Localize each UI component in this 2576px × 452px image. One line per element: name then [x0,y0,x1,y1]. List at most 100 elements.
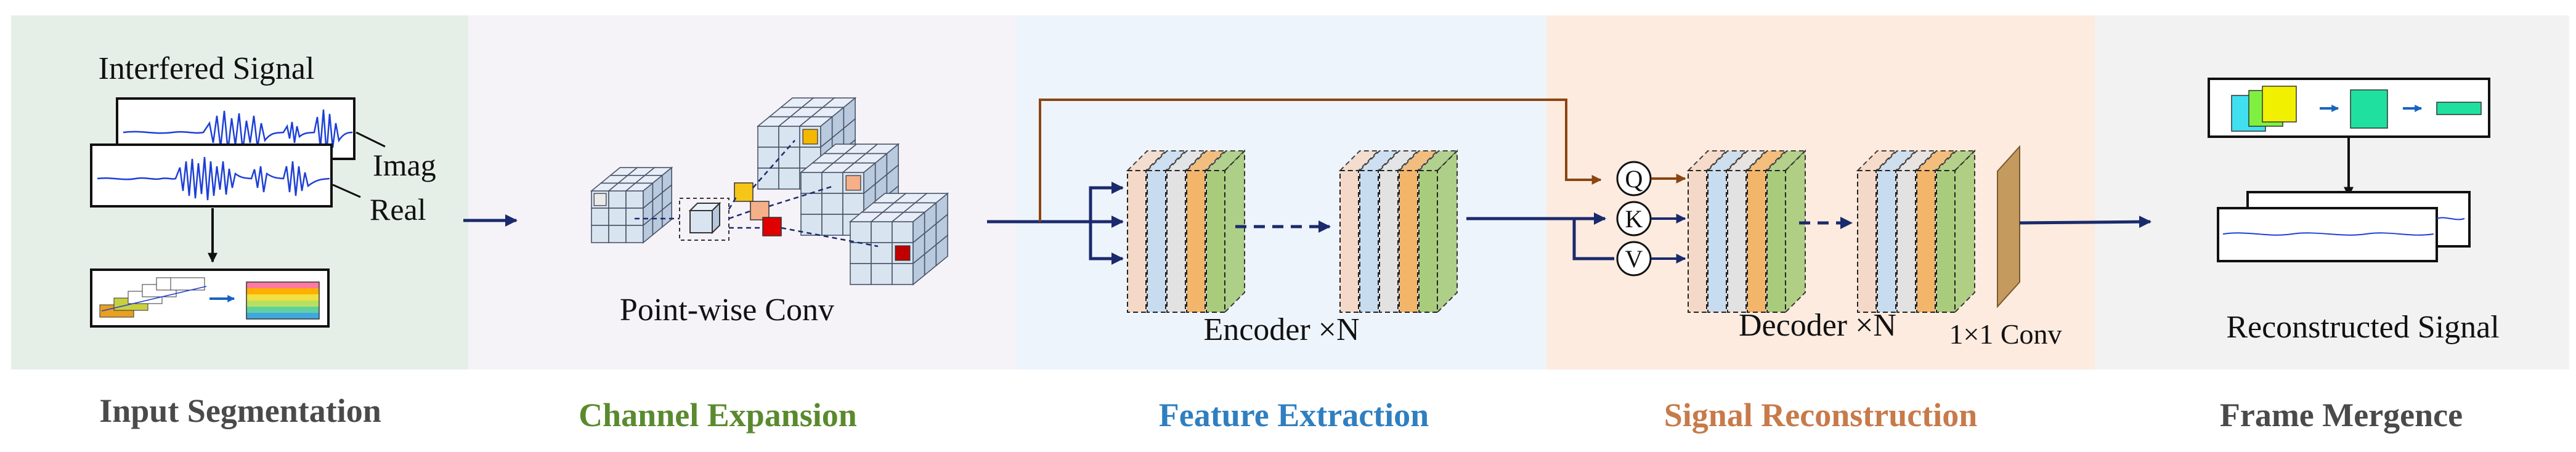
v-circle [1616,241,1652,276]
layer-plate-top [1417,150,1459,171]
layer-plate-top [1935,150,1977,171]
cube-cell [625,208,644,226]
layer-plate [1339,170,1359,313]
channel-expansion: Point-wise Conv [590,97,1123,328]
encoder-layer-stack-1-icon [1126,149,1246,314]
panel-label-frame: Frame Mergence [2220,397,2463,434]
layer-plate [1147,170,1166,313]
input-cube-grid-icon [590,166,673,244]
cube-cell [608,208,627,226]
layer-plate-top [1126,150,1168,171]
encoder-branch-bottom [1089,222,1124,265]
panel-label-feature: Feature Extraction [1159,397,1429,434]
layer-plate-top [1915,150,1957,171]
layer-plate-side [1224,149,1245,314]
layer-plate [1418,170,1438,313]
real-label: Real [370,192,426,227]
signal-reconstruction: Q K V Decoder ×N 1×1 Conv [1572,145,2151,350]
cube-cell [821,193,843,215]
panel-label-channel: Channel Expansion [579,397,857,434]
frame-mergence: Reconstructed Signal [2208,78,2500,345]
cube-cell [800,193,823,215]
q-label: Q [1625,165,1643,193]
cube-cell [625,225,644,243]
cube-cell [608,190,627,209]
imag-label: Imag [373,148,436,182]
layer-plate-top [1686,150,1728,171]
signal-waveform-icon [2436,217,2465,220]
kernel-cube-icon [679,198,729,241]
cube-highlight-cell [895,245,911,261]
k-circle [1616,201,1652,236]
decoder-layer-stack-1-icon [1686,149,1807,314]
layer-plate-side [1785,149,1806,314]
layer-plate-top [1726,150,1768,171]
cube-cell [778,167,800,190]
cube-cell [935,234,948,267]
layer-plate [1166,170,1186,313]
layer-plate [1916,170,1936,313]
cube-cell [608,225,627,243]
panel-label-input: Input Segmentation [99,392,381,429]
cube-highlight-cell [845,175,861,191]
cube-cell [850,263,872,285]
layer-plate [1877,170,1896,313]
panel-labels: Input Segmentation Channel Expansion Fea… [99,392,2463,434]
layer-plate [1727,170,1747,313]
layer-plate-top [1706,150,1748,171]
encoder-layer-stack-2-icon [1338,149,1459,314]
cube-cell [757,126,779,148]
layer-plate-top [1765,150,1807,171]
layer-plate [1359,170,1379,313]
cube-highlight-cell [802,129,818,145]
conv1x1-label: 1×1 Conv [1949,318,2062,350]
layer-plate-top [1397,150,1439,171]
layer-plate [1896,170,1916,313]
real-leader-line [332,184,361,198]
cube-cell [850,221,872,243]
layer-plate-top [1185,150,1227,171]
kernel-red [762,217,782,236]
layer-plate-top [1745,150,1787,171]
layer-plate-top [1338,150,1380,171]
layer-plate [1747,170,1766,313]
k-label: K [1625,205,1643,233]
panel-bg-feature [1017,15,1546,369]
layer-plate [1127,170,1147,313]
q-circle [1616,161,1652,196]
input-segmentation: Interfered Signal Imag Real [90,51,518,328]
frame-icon [2231,86,2482,132]
v-label: V [1625,245,1643,273]
layer-plate-top [1358,150,1400,171]
layer-plate [1688,170,1707,313]
layer-plate-side [1954,149,1975,314]
cube-highlight-cell [593,193,607,206]
layer-plate-top [1856,150,1898,171]
imag-leader-line [356,131,386,148]
layer-plate [1766,170,1786,313]
v-branch-line [1572,219,1614,260]
cube-cell [800,214,823,236]
spectrogram-segment-icon [99,277,320,320]
encoder-label: Encoder ×N [1203,312,1359,347]
reconstructed-signal-label: Reconstructed Signal [2226,310,2499,345]
layer-plate-top [1145,150,1187,171]
decoder-layer-stack-2-icon [1856,149,1977,314]
layer-plate-side [1437,149,1458,314]
interfered-signal-title: Interfered Signal [99,51,315,86]
cube-cell [871,221,893,243]
layer-plate [1379,170,1399,313]
pointwise-conv-label: Point-wise Conv [620,293,834,328]
decoder-to-frame-arrow [2019,216,2151,228]
layer-plate-top [1875,150,1917,171]
layer-plate [1707,170,1727,313]
signal-waveform-icon [123,109,353,155]
cube-cell [821,214,843,236]
cube-cell [625,190,644,209]
cube-cell [757,147,779,169]
layer-plate [1206,170,1225,313]
panel-label-signal: Signal Reconstruction [1664,397,1978,434]
cube-cell [800,172,823,194]
encoder-branch-top [1089,182,1124,222]
